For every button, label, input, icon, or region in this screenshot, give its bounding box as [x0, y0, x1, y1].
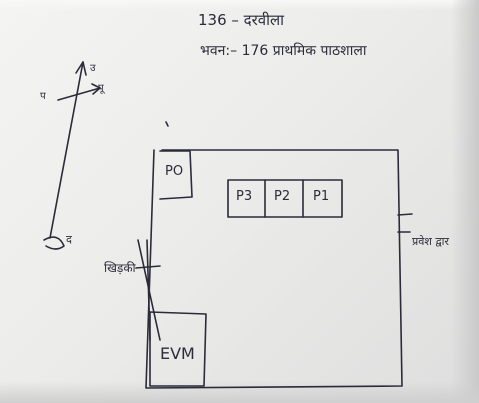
compass-north-arrow	[75, 61, 87, 76]
compass-axis-line	[49, 61, 84, 239]
header-line-2: भवन:– 176 प्राथमिक पाठशाला	[200, 43, 367, 59]
compass-east-label: पू	[98, 83, 104, 94]
compass-south-label: द	[66, 233, 72, 246]
po-label: PO	[165, 164, 184, 179]
compass-south-hook	[43, 236, 65, 250]
entrance-label: प्रवेश द्वार	[412, 235, 450, 248]
polling-officers-box	[227, 179, 343, 218]
compass-north-label: उ	[90, 63, 96, 74]
polling-officer-1: P1	[313, 189, 330, 204]
room-top-tick	[165, 121, 169, 127]
po-box	[159, 150, 193, 200]
window-label: खिड़की	[104, 261, 136, 275]
evm-label: EVM	[160, 344, 195, 363]
polling-officer-2: P2	[274, 189, 291, 204]
entrance-mark-top	[397, 213, 413, 216]
paper-top-shade	[0, 0, 479, 10]
evm-box	[149, 311, 207, 387]
compass-west-label: प	[40, 91, 46, 102]
paper-right-shade	[451, 0, 479, 403]
compass-east-arrow	[91, 83, 101, 95]
polling-officer-3: P3	[236, 189, 253, 204]
header-line-1: 136 – दरवीला	[198, 11, 285, 29]
compass-cross-line	[57, 87, 101, 101]
window-hatch-3	[135, 265, 161, 269]
